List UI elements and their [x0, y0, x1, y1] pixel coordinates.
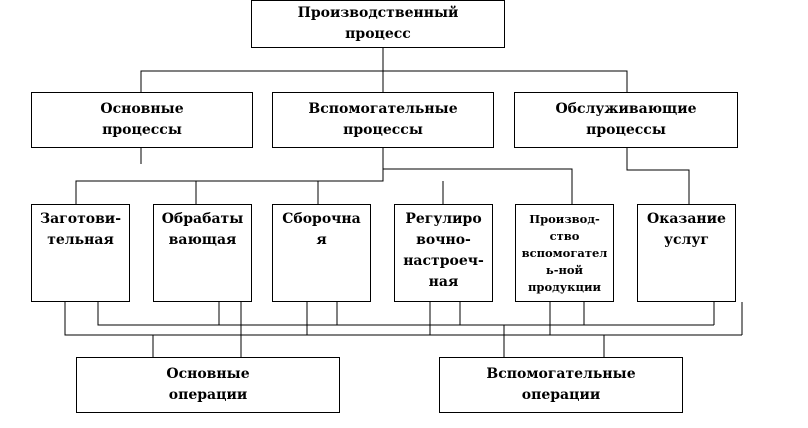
node-stage-adjustment-line-4: ная: [428, 274, 459, 290]
node-auxiliary-operations-line-1: Вспомогательные: [486, 366, 636, 382]
node-stage-aux-production-line-4: ь-ной: [545, 263, 584, 277]
node-main-operations: Основные операции: [76, 357, 340, 413]
node-main-operations-line-1: Основные: [166, 366, 250, 382]
node-auxiliary-processes: Вспомогательные процессы: [272, 92, 494, 148]
root-node-line-1: Производственный: [297, 5, 459, 21]
node-main-processes-line-2: процессы: [102, 122, 182, 138]
node-stage-adjustment-line-3: настроеч-: [403, 253, 484, 269]
node-stage-aux-production-line-2: ство: [549, 229, 580, 243]
connector-service-to-stage: [626, 148, 690, 204]
node-auxiliary-processes-line-1: Вспомогательные: [308, 101, 458, 117]
node-stage-procurement-line-2: тельная: [47, 232, 114, 248]
node-auxiliary-processes-line-2: процессы: [343, 122, 423, 138]
node-stage-aux-production: Производ- ство вспомогател ь-ной продукц…: [515, 204, 614, 302]
node-stage-assembly: Сборочна я: [272, 204, 371, 302]
node-stage-procurement-line-1: Заготови-: [39, 211, 122, 227]
connector-auxiliary-to-stages: [75, 148, 573, 204]
node-service-processes: Обслуживающие процессы: [514, 92, 738, 148]
node-stage-services: Оказание услуг: [637, 204, 736, 302]
node-auxiliary-operations: Вспомогательные операции: [439, 357, 683, 413]
node-stage-adjustment: Регулиро вочно- настроеч- ная: [394, 204, 493, 302]
node-stage-processing-line-1: Обрабаты: [161, 211, 244, 227]
node-main-processes-line-1: Основные: [100, 101, 184, 117]
node-stage-processing-line-2: вающая: [168, 232, 237, 248]
node-stage-aux-production-line-3: вспомогател: [521, 246, 608, 260]
node-stage-services-line-1: Оказание: [647, 211, 726, 227]
node-stage-procurement: Заготови- тельная: [31, 204, 130, 302]
node-stage-services-line-2: услуг: [664, 232, 709, 248]
node-service-processes-line-1: Обслуживающие: [555, 101, 697, 117]
connector-root-to-groups: [140, 48, 628, 92]
node-stage-adjustment-line-1: Регулиро: [405, 211, 482, 227]
node-main-processes: Основные процессы: [31, 92, 253, 148]
node-stage-adjustment-line-2: вочно-: [416, 232, 471, 248]
node-stage-aux-production-line-5: продукции: [527, 280, 601, 294]
connector-bus-aux-ops: [97, 302, 715, 357]
node-stage-processing: Обрабаты вающая: [153, 204, 252, 302]
node-main-operations-line-2: операции: [168, 387, 248, 403]
node-auxiliary-operations-line-2: операции: [521, 387, 601, 403]
root-node-line-2: процесс: [345, 26, 411, 42]
node-stage-aux-production-line-1: Производ-: [529, 212, 600, 226]
connector-bus-main-ops: [64, 302, 743, 357]
node-stage-assembly-line-2: я: [316, 232, 327, 248]
node-stage-assembly-line-1: Сборочна: [282, 211, 361, 227]
node-service-processes-line-2: процессы: [586, 122, 666, 138]
root-node-production-process: Производственный процесс: [251, 0, 505, 48]
